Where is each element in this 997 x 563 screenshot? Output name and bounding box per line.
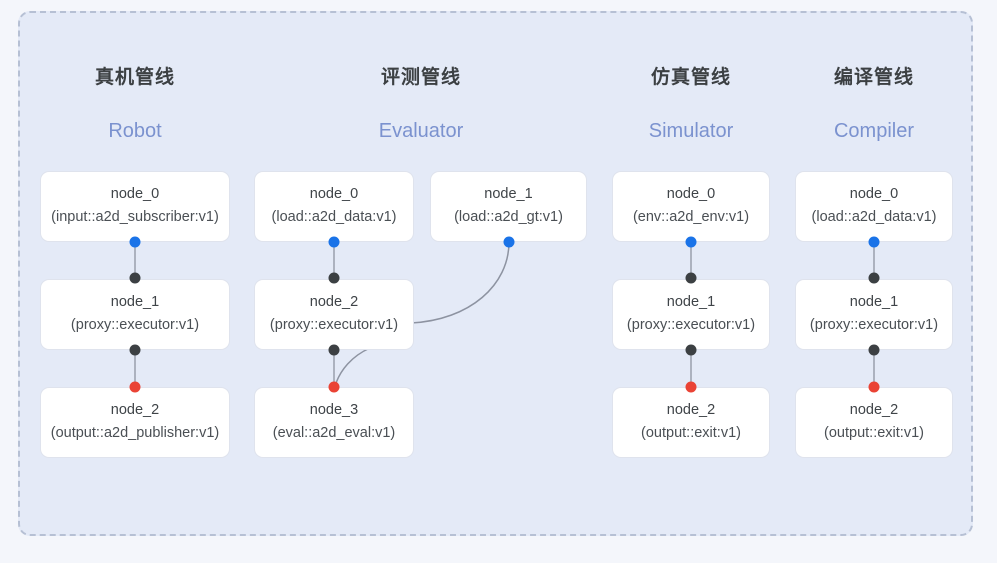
node-type: (env::a2d_env:v1) — [632, 209, 750, 225]
node-type: (proxy::executor:v1) — [269, 317, 399, 333]
node-card[interactable]: node_0 (env::a2d_env:v1) — [612, 171, 770, 242]
node-name: node_2 — [849, 402, 899, 419]
node-card[interactable]: node_2 (output::a2d_publisher:v1) — [40, 387, 230, 458]
node-type: (proxy::executor:v1) — [70, 317, 200, 333]
node-name: node_0 — [849, 186, 899, 203]
node-card[interactable]: node_0 (load::a2d_data:v1) — [254, 171, 414, 242]
node-name: node_0 — [309, 186, 359, 203]
port-input[interactable] — [685, 272, 697, 284]
node-type: (proxy::executor:v1) — [626, 317, 756, 333]
node-type: (output::exit:v1) — [641, 425, 741, 441]
node-name: node_0 — [110, 186, 160, 203]
node-card[interactable]: node_1 (proxy::executor:v1) — [795, 279, 953, 350]
node-type: (output::exit:v1) — [824, 425, 924, 441]
node-name: node_2 — [666, 402, 716, 419]
node-card[interactable]: node_2 (output::exit:v1) — [612, 387, 770, 458]
node-name: node_1 — [484, 186, 533, 203]
port-output[interactable] — [868, 236, 880, 248]
node-name: node_1 — [110, 294, 160, 311]
node-name: node_0 — [666, 186, 716, 203]
port-output[interactable] — [129, 236, 141, 248]
node-name: node_2 — [309, 294, 359, 311]
node-type: (output::a2d_publisher:v1) — [50, 425, 220, 441]
node-card[interactable]: node_0 (load::a2d_data:v1) — [795, 171, 953, 242]
node-name: node_3 — [309, 402, 359, 419]
port-input[interactable] — [129, 272, 141, 284]
port-output[interactable] — [328, 236, 340, 248]
port-output[interactable] — [685, 236, 697, 248]
node-card[interactable]: node_0 (input::a2d_subscriber:v1) — [40, 171, 230, 242]
port-terminal[interactable] — [328, 381, 340, 393]
node-card[interactable]: node_1 (load::a2d_gt:v1) — [430, 171, 587, 242]
port-terminal[interactable] — [685, 381, 697, 393]
node-card[interactable]: node_1 (proxy::executor:v1) — [612, 279, 770, 350]
node-name: node_1 — [666, 294, 716, 311]
node-name: node_1 — [849, 294, 899, 311]
node-card[interactable]: node_2 (output::exit:v1) — [795, 387, 953, 458]
port-input[interactable] — [328, 344, 340, 356]
port-input[interactable] — [685, 344, 697, 356]
node-card[interactable]: node_3 (eval::a2d_eval:v1) — [254, 387, 414, 458]
node-type: (load::a2d_gt:v1) — [454, 209, 563, 225]
port-terminal[interactable] — [868, 381, 880, 393]
node-type: (proxy::executor:v1) — [809, 317, 939, 333]
port-input[interactable] — [328, 272, 340, 284]
node-card[interactable]: node_1 (proxy::executor:v1) — [40, 279, 230, 350]
port-input[interactable] — [129, 344, 141, 356]
port-input[interactable] — [868, 344, 880, 356]
port-terminal[interactable] — [129, 381, 141, 393]
node-type: (load::a2d_data:v1) — [271, 209, 397, 225]
node-card[interactable]: node_2 (proxy::executor:v1) — [254, 279, 414, 350]
node-name: node_2 — [110, 402, 160, 419]
port-output[interactable] — [503, 236, 515, 248]
node-type: (eval::a2d_eval:v1) — [272, 425, 396, 441]
port-input[interactable] — [868, 272, 880, 284]
node-type: (input::a2d_subscriber:v1) — [51, 209, 219, 225]
node-type: (load::a2d_data:v1) — [811, 209, 937, 225]
